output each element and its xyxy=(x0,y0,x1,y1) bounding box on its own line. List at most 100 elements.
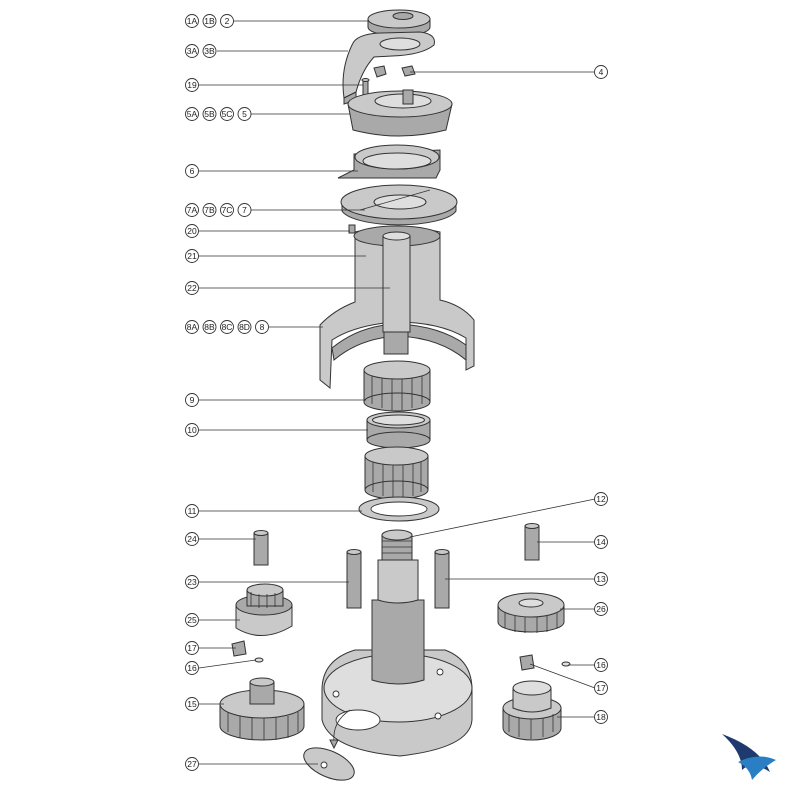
callout-circle xyxy=(185,78,199,92)
callout-circle xyxy=(185,44,199,58)
callout-circle xyxy=(202,203,217,217)
callout-19: 19 xyxy=(185,78,199,92)
callout-20: 20 xyxy=(185,224,199,238)
callout-21: 21 xyxy=(185,249,199,263)
callout-22: 22 xyxy=(185,281,199,295)
sleeve-ring-part xyxy=(337,144,441,179)
long-pin-left-part xyxy=(346,549,362,609)
gear-25-part xyxy=(235,583,293,636)
callout-18: 18 xyxy=(594,710,608,724)
callout-circle xyxy=(185,203,199,217)
pawls-part xyxy=(373,65,416,78)
callout-12: 12 xyxy=(594,492,608,506)
callout-label: 13 xyxy=(596,574,606,584)
callout-label: 7A xyxy=(187,205,198,215)
gear-26-part xyxy=(497,592,565,633)
callout-16: 16 xyxy=(594,658,608,672)
callout-4: 4 xyxy=(594,65,608,79)
callout-circle xyxy=(237,320,252,334)
callout-circle xyxy=(185,504,199,518)
callout-label: 3A xyxy=(187,46,198,56)
callout-label: 7B xyxy=(204,205,215,215)
callout-label: 19 xyxy=(187,80,197,90)
callout-circle xyxy=(185,757,199,771)
callout-26: 26 xyxy=(594,602,608,616)
callout-circle xyxy=(185,249,199,263)
callout-circle xyxy=(255,320,269,334)
callout-13: 13 xyxy=(594,572,608,586)
callout-label: 6 xyxy=(190,166,195,176)
callout-label: 9 xyxy=(190,395,195,405)
callout-label: 12 xyxy=(596,494,606,504)
pawl-17-left-part xyxy=(231,640,247,657)
callout-circle xyxy=(594,572,608,586)
callout-label: 21 xyxy=(187,251,197,261)
callout-10: 10 xyxy=(185,423,199,437)
callout-circle xyxy=(185,575,199,589)
gear-18-part xyxy=(502,680,562,741)
callout-label: 24 xyxy=(187,534,197,544)
sail-swoosh-logo-icon xyxy=(722,734,776,780)
insertion-arrow xyxy=(333,709,351,743)
callout-circle xyxy=(185,320,199,334)
callout-25: 25 xyxy=(185,613,199,627)
callout-circle xyxy=(594,681,608,695)
leader-lines-group xyxy=(198,20,596,765)
callout-label: 16 xyxy=(596,660,606,670)
long-pin-right-part xyxy=(434,549,450,609)
callout-16: 16 xyxy=(185,661,199,675)
callout-27: 27 xyxy=(185,757,199,771)
roller-bearing-upper-part xyxy=(363,360,431,412)
callout-circle xyxy=(185,281,199,295)
callout-circle xyxy=(202,44,217,58)
callout-label: 18 xyxy=(596,712,606,722)
callout-circle xyxy=(594,602,608,616)
callout-circle xyxy=(185,423,199,437)
parts-group xyxy=(219,9,571,781)
callout-circle xyxy=(202,320,217,334)
callout-circle xyxy=(594,658,608,672)
pin-part xyxy=(361,78,370,103)
callout-circle xyxy=(202,107,217,121)
callout-circle xyxy=(202,14,217,28)
callout-circle xyxy=(220,320,234,334)
roller-bearing-lower-part xyxy=(364,446,429,500)
callout-circle xyxy=(594,535,608,549)
callout-label: 1B xyxy=(204,16,215,26)
callout-label: 5C xyxy=(222,109,233,119)
callout-label: 8C xyxy=(222,322,233,332)
stripper-arm-part xyxy=(342,31,435,105)
callout-label: 11 xyxy=(188,506,197,516)
gear-pin-right-part xyxy=(524,523,540,561)
gear-pin-left-part xyxy=(253,530,269,566)
callout-label: 22 xyxy=(187,283,197,293)
thrust-washer-part xyxy=(358,496,440,522)
callout-label: 5B xyxy=(204,109,215,119)
crown-part xyxy=(347,89,453,137)
callout-6: 6 xyxy=(185,164,199,178)
callout-circle xyxy=(185,107,199,121)
callout-15: 15 xyxy=(185,697,199,711)
cover-disc-part xyxy=(303,747,355,781)
callout-circle xyxy=(594,492,608,506)
callout-9: 9 xyxy=(185,393,199,407)
callout-circle xyxy=(220,203,234,217)
callout-circle xyxy=(185,224,199,238)
pawl-17-right-part xyxy=(519,654,535,671)
callout-label: 4 xyxy=(599,67,604,77)
callout-label: 27 xyxy=(187,759,197,769)
callout-circle xyxy=(594,710,608,724)
spring-16-right-part xyxy=(561,661,571,667)
callout-circle xyxy=(185,393,199,407)
callout-circle xyxy=(185,613,199,627)
callout-label: 26 xyxy=(596,604,606,614)
callout-label: 17 xyxy=(187,643,197,653)
callout-circle xyxy=(594,65,608,79)
gear-15-part xyxy=(219,677,305,741)
